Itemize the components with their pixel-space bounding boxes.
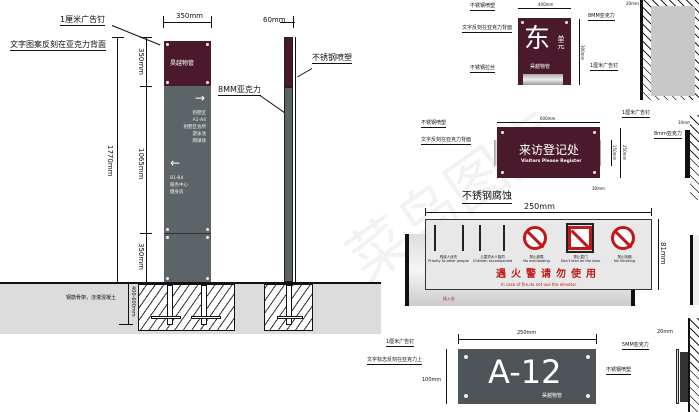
fire-warning-cn: 遇火警请勿使用 (496, 269, 601, 280)
unit-acrylic-label: 8MM亚克力 (588, 13, 615, 21)
unit-steel-label: 不锈钢喷塑 (470, 3, 496, 11)
direction-line: 别墅区会所 (183, 125, 207, 130)
insert-label: 插入处 (443, 296, 455, 301)
room-height-dim: 100mm (422, 377, 442, 383)
icon-caption: 儿童须大人陪同 (480, 255, 505, 259)
buried-depth-dim: 400-600mm (130, 286, 136, 317)
unit-height-dim: 300mm (580, 45, 585, 61)
icon-caption-group: 残疾人优先 Priority to other people (427, 255, 470, 263)
unit-width-dim: 400mm (538, 2, 554, 7)
icon-caption-en: Children accompanied (472, 259, 513, 263)
unit-main-char: 东 (524, 24, 551, 54)
arrow-left-icon: ← (170, 156, 181, 170)
elevator-width-dim: 250mm (524, 202, 555, 211)
nail-label: 1厘米广告钉 (60, 15, 106, 26)
arrow-right-icon: → (194, 91, 205, 105)
corrosion-label: 不锈钢腐蚀 (462, 191, 512, 204)
depth-dim: 60mm (263, 16, 286, 24)
icon-caption-group: 禁止吸烟 No Smoking (603, 255, 646, 263)
visitor-side-view (685, 130, 690, 178)
elevator-priority-icon (434, 225, 464, 251)
middle-height-dim: 1065mm (137, 148, 145, 180)
foundation-label: 钢筋骨架，浇灌混凝土 (66, 295, 117, 301)
visitor-reverse-label: 文字反刻在亚克力背面 (421, 137, 472, 145)
elevator-sign-panel: 残疾人优先 Priority to other people 儿童须大人陪同 C… (425, 219, 652, 290)
visitor-sign-panel: 来访登记处 Visitors Please Register (497, 127, 600, 178)
icon-caption: 残疾人优先 (439, 255, 458, 259)
total-height-dim: 1770mm (106, 145, 114, 177)
no-smoking-icon (611, 226, 635, 250)
acrylic-label: 8MM亚克力 (218, 85, 261, 96)
visitor-nail-label: 1厘米广告钉 (622, 110, 651, 118)
foundation-front (138, 284, 235, 331)
bottom-height-dim: 350mm (137, 243, 145, 270)
icon-caption-en: No overloading (523, 259, 550, 263)
unit-nail-label: 1厘米广告钉 (590, 63, 619, 71)
visitor-acrylic-label: 8mm亚克力 (654, 131, 682, 139)
visitor-gap-dim: 10mm (678, 120, 691, 125)
icon-caption-group: 禁止超载 No overloading (515, 255, 558, 263)
unit-sign-panel: 东 单元 昊越物管 (518, 18, 571, 85)
visitor-width-dim: 600mm (540, 116, 556, 121)
no-overloading-icon (523, 226, 547, 250)
room-acrylic-label: 5MM亚克力 (622, 342, 649, 350)
room-sign-panel: A-12 昊越物管 (458, 349, 596, 404)
icon-caption-en: No Smoking (613, 259, 636, 263)
icon-caption-group: 儿童须大人陪同 Children accompanied (471, 255, 514, 263)
direction-line: 健身房 (170, 190, 184, 195)
icon-caption: 禁止吸烟 (617, 255, 632, 259)
room-logo: 昊越物管 (542, 393, 563, 399)
no-leaning-door-icon (566, 223, 594, 253)
direction-line: B1-B4 (170, 176, 184, 181)
icon-caption-group: 禁止靠门 Don't lean on the door (559, 255, 602, 263)
room-nail-label: 1厘米广告钉 (386, 339, 415, 347)
direction-line: 游泳池 (192, 132, 207, 137)
visitor-height-dim: 250mm (622, 145, 627, 161)
reverse-carve-label: 文字图案反刻在亚克力背面 (10, 40, 106, 51)
unit-base-label: 不锈钢拉丝 (470, 65, 496, 73)
room-reverse-label: 文字标志反刻在亚克力上 (367, 357, 423, 365)
room-number: A-12 (488, 353, 562, 391)
elevator-height-dim: 81mm (659, 242, 667, 265)
visitor-subtitle: Visitors Please Register (521, 159, 582, 164)
room-steel-label: 不锈钢喷塑 (606, 367, 632, 375)
elevator-children-icon (479, 225, 505, 251)
unit-gap-dim: 20mm (626, 1, 639, 6)
icon-caption-en: Priority to other people (428, 259, 469, 263)
direction-line: 别墅区 (192, 111, 207, 116)
totem-body: → 别墅区 A1-A4 别墅区会所 游泳池 网球场 ← B1-B4 服务中心 健… (164, 86, 211, 282)
totem-top-panel: 昊越物管 (164, 41, 211, 86)
width-dim: 350mm (176, 12, 203, 20)
top-height-dim: 350mm (137, 48, 145, 75)
room-gap-dim: 20mm (657, 329, 674, 335)
totem-logo: 昊越物管 (170, 60, 195, 67)
visitor-inner-dim: 150mm (612, 145, 617, 161)
icon-caption: 禁止超载 (529, 255, 544, 259)
direction-line: 服务中心 (170, 183, 188, 188)
steel-label: 不锈钢喷塑 (312, 53, 352, 64)
direction-line: 网球场 (192, 139, 207, 144)
unit-side-view (651, 6, 695, 96)
foundation-side (264, 284, 313, 331)
steel-base (523, 74, 563, 85)
direction-line: A1-A4 (192, 118, 206, 123)
visitor-steel-label: 不锈钢喷塑 (421, 120, 447, 128)
visitor-title: 来访登记处 (519, 143, 580, 157)
unit-logo: 昊越物管 (530, 64, 551, 70)
visitor-offset-dim: 30mm (592, 186, 605, 191)
room-width-dim: 250mm (517, 330, 537, 336)
unit-reverse-label: 文字反刻在亚克力背面 (462, 25, 513, 33)
fire-warning-en: In case of fire,do not use the elevator (501, 282, 577, 287)
icon-caption-en: Don't lean on the door (560, 259, 601, 263)
icon-caption: 禁止靠门 (573, 255, 588, 259)
unit-sub: 单元 (557, 35, 565, 49)
